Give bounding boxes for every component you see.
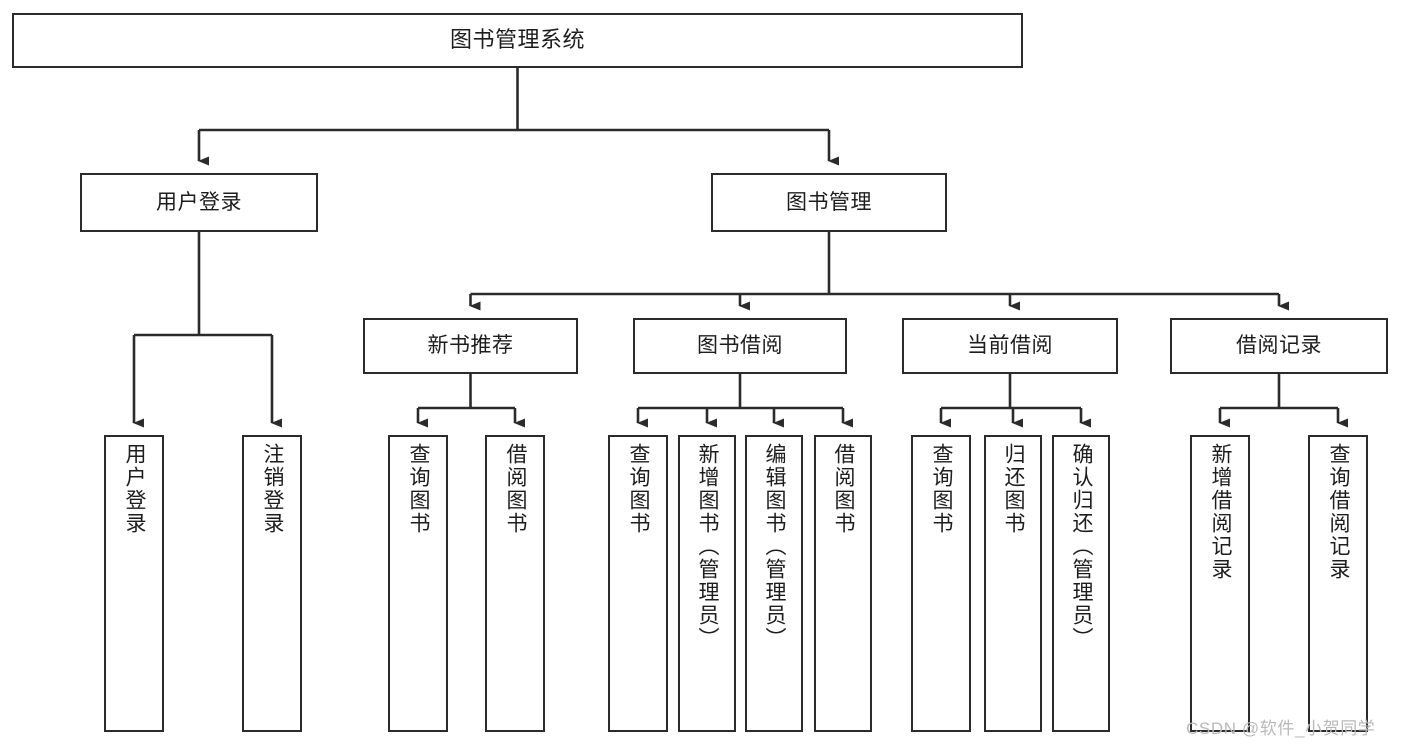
node-leaf-borrow-book-newbook[interactable]: 借阅图书	[485, 435, 545, 732]
node-leaf-logout[interactable]: 注销登录	[242, 435, 302, 732]
node-label: 图书管理系统	[449, 27, 585, 53]
node-label: 用户登录	[156, 190, 242, 214]
node-label: 新书推荐	[427, 334, 514, 358]
node-label: 查询图书	[407, 443, 431, 535]
node-leaf-add-borrow-record[interactable]: 新增借阅记录	[1190, 435, 1250, 732]
node-label: 归还图书	[1002, 443, 1026, 535]
node-label: 借阅图书	[832, 443, 856, 535]
node-leaf-borrow-book[interactable]: 借阅图书	[814, 435, 872, 732]
node-label: 借阅记录	[1236, 334, 1322, 358]
node-leaf-return-book[interactable]: 归还图书	[984, 435, 1042, 732]
node-label: 查询借阅记录	[1327, 443, 1351, 581]
node-label: 编辑图书（管理员）	[763, 443, 787, 650]
node-label: 确认归还（管理员）	[1070, 443, 1094, 650]
node-leaf-add-book-admin[interactable]: 新增图书（管理员）	[678, 435, 736, 732]
node-borrow-records[interactable]: 借阅记录	[1170, 318, 1388, 374]
node-leaf-query-book-borrow[interactable]: 查询图书	[608, 435, 668, 732]
node-leaf-query-book-newbook[interactable]: 查询图书	[388, 435, 448, 732]
node-user-login[interactable]: 用户登录	[80, 173, 318, 232]
node-label: 新增图书（管理员）	[696, 443, 720, 650]
node-label: 查询图书	[930, 443, 954, 535]
node-label: 图书借阅	[697, 334, 783, 358]
node-label: 用户登录	[123, 443, 147, 535]
node-leaf-query-book-current[interactable]: 查询图书	[911, 435, 971, 732]
node-label: 注销登录	[261, 443, 285, 535]
node-leaf-query-borrow-record[interactable]: 查询借阅记录	[1308, 435, 1368, 732]
node-label: 当前借阅	[967, 334, 1053, 358]
node-label: 借阅图书	[504, 443, 528, 535]
node-label: 图书管理	[786, 190, 872, 214]
node-current-borrow[interactable]: 当前借阅	[902, 318, 1118, 374]
node-label: 查询图书	[627, 443, 651, 535]
node-root[interactable]: 图书管理系统	[12, 13, 1023, 68]
node-book-borrow[interactable]: 图书借阅	[633, 318, 847, 374]
node-leaf-edit-book-admin[interactable]: 编辑图书（管理员）	[745, 435, 803, 732]
node-new-book-recommend[interactable]: 新书推荐	[363, 318, 578, 374]
node-book-management[interactable]: 图书管理	[711, 173, 947, 232]
node-leaf-user-login[interactable]: 用户登录	[104, 435, 164, 732]
node-leaf-confirm-return-admin[interactable]: 确认归还（管理员）	[1052, 435, 1110, 732]
csdn-watermark: CSDN @软件_小贺同学	[1186, 719, 1376, 738]
node-label: 新增借阅记录	[1209, 443, 1233, 581]
